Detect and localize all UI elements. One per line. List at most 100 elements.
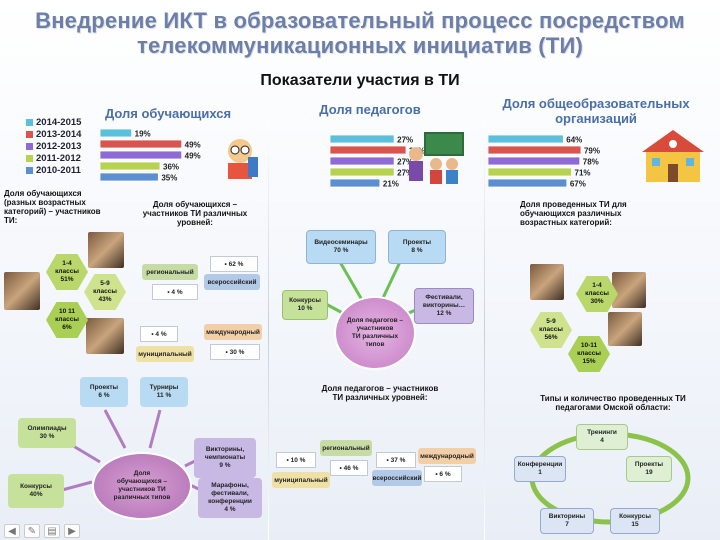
- bar-value-label: 49%: [185, 152, 201, 161]
- heading-line: педагогами Омской области:: [555, 403, 671, 412]
- heading-line: ТИ различных уровней:: [332, 393, 428, 402]
- legend-item: 2014-2015: [26, 116, 81, 128]
- bar-2013-2014: [488, 145, 582, 155]
- bar-2012-2013: [100, 150, 183, 160]
- bar-2011-2012: [488, 167, 572, 177]
- teachers-regional-label: региональный: [320, 440, 372, 456]
- bar-2012-2013: [488, 156, 581, 166]
- legend-item: 2013-2014: [26, 128, 81, 140]
- legend-label: 2013-2014: [36, 128, 82, 140]
- student-photo: [612, 272, 646, 308]
- bar-value-label: 71%: [575, 169, 591, 178]
- omsk-heading: Типы и количество проведенных ТИ педагог…: [508, 394, 718, 412]
- level-regional-label: региональный: [142, 264, 198, 280]
- student-photo: [530, 264, 564, 300]
- bar-2012-2013: [330, 156, 395, 166]
- teachers-levels-heading: Доля педагогов – участников ТИ различных…: [290, 384, 470, 402]
- orgs-bar-chart: 64%79%78%71%67%: [488, 134, 600, 189]
- teachers-municipal-label: муниципальный: [272, 472, 330, 488]
- legend-swatch: [26, 130, 33, 138]
- teachers-festivals-node: Фестивали, викторины…12 %: [414, 288, 474, 324]
- bar-value-label: 27%: [397, 136, 413, 145]
- students-levels-heading: Доля обучающихся – участников ТИ различн…: [142, 200, 248, 227]
- slideshow-toolbar: ◀ ✎ ▤ ▶: [4, 524, 80, 538]
- title-line-2: телекоммуникационных инициатив (ТИ): [136, 33, 583, 58]
- legend-item: 2011-2012: [26, 152, 81, 164]
- heading-line: Типы и количество проведенных ТИ: [540, 394, 686, 403]
- legend-swatch: [26, 142, 33, 150]
- title-line-1: Внедрение ИКТ в образовательный процесс …: [35, 8, 685, 33]
- slide-title: Внедрение ИКТ в образовательный процесс …: [0, 8, 720, 58]
- bar-2014-2015: [100, 128, 133, 138]
- level-international-value: • 30 %: [210, 344, 260, 360]
- bar-2010-2011: [100, 172, 159, 182]
- chart-title-students: Доля обучающихся: [104, 106, 232, 121]
- legend-label: 2012-2013: [36, 140, 82, 152]
- cartoon-student-illustration: [218, 135, 262, 185]
- level-allrussian-label: всероссийский: [204, 274, 260, 290]
- right-arrow-icon[interactable]: ▶: [64, 524, 80, 538]
- chart-title-teachers: Доля педагогов: [319, 102, 421, 117]
- legend-swatch: [26, 118, 33, 126]
- menu-icon[interactable]: ▤: [44, 524, 60, 538]
- chart-legend: 2014-2015 2013-2014 2012-2013 2011-2012 …: [26, 116, 81, 176]
- teachers-regional-value: • 46 %: [330, 460, 368, 476]
- legend-label: 2011-2012: [36, 152, 81, 164]
- student-photo: [4, 272, 40, 310]
- school-building-illustration: [640, 124, 706, 186]
- legend-swatch: [26, 154, 33, 162]
- pen-icon[interactable]: ✎: [24, 524, 40, 538]
- bar-2010-2011: [488, 178, 568, 188]
- bar-2014-2015: [330, 134, 395, 144]
- teachers-bar-chart: 27%32%27%27%21%: [330, 134, 425, 189]
- bar-value-label: 67%: [570, 180, 586, 189]
- chart-title-orgs: Доля общеобразовательных организаций: [502, 96, 690, 126]
- legend-item: 2012-2013: [26, 140, 81, 152]
- teachers-municipal-value: • 10 %: [276, 452, 316, 468]
- teachers-illustration: [404, 130, 466, 184]
- column-divider: [484, 120, 485, 540]
- legend-label: 2014-2015: [36, 116, 82, 128]
- bar-value-label: 49%: [185, 141, 201, 150]
- legend-swatch: [26, 166, 33, 174]
- level-international-label: международный: [204, 324, 262, 340]
- student-photo: [86, 318, 124, 354]
- teachers-international-label: международный: [418, 448, 476, 464]
- bar-value-label: 78%: [583, 158, 599, 167]
- bars-students: 19%49%49%36%35%: [100, 128, 201, 183]
- slide-subtitle: Показатели участия в ТИ: [260, 72, 460, 89]
- bar-2014-2015: [488, 134, 564, 144]
- students-age-heading: Доля обучающихся (разных возрастных кате…: [4, 189, 101, 225]
- left-arrow-icon[interactable]: ◀: [4, 524, 20, 538]
- teachers-allrussian-value: • 37 %: [376, 452, 416, 468]
- teachers-international-value: • 6 %: [424, 466, 462, 482]
- student-photo: [608, 312, 642, 346]
- bar-2013-2014: [330, 145, 407, 155]
- bar-value-label: 35%: [161, 174, 177, 183]
- teachers-allrussian-label: всероссийский: [372, 470, 422, 486]
- student-photo: [88, 232, 124, 268]
- heading-line: Доля педагогов – участников: [321, 384, 439, 393]
- legend-label: 2010-2011: [36, 164, 81, 176]
- bars-orgs: 64%79%78%71%67%: [488, 134, 600, 189]
- bar-value-label: 27%: [397, 158, 413, 167]
- level-municipal-label: муниципальный: [136, 346, 194, 362]
- column-divider: [268, 120, 269, 540]
